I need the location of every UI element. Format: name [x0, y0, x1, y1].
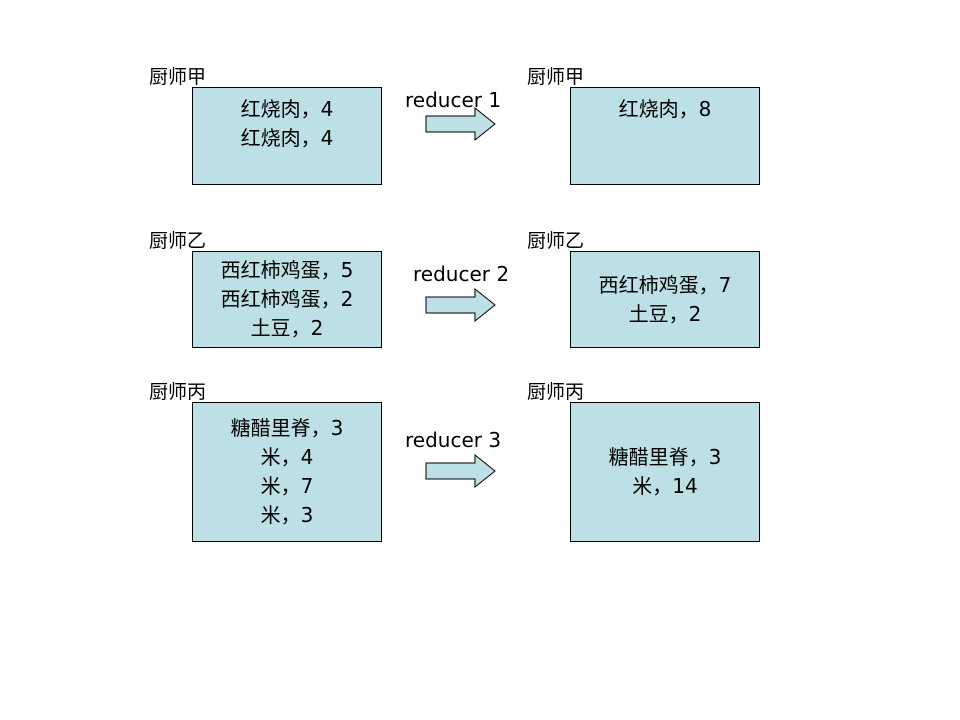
input-box-row3: 糖醋里脊，3 米，4 米，7 米，3 [192, 402, 382, 542]
reducer-label-1: reducer 1 [405, 88, 502, 112]
input-item: 西红柿鸡蛋，2 [220, 287, 354, 311]
reducer-label-3: reducer 3 [405, 428, 502, 452]
output-box-row1: 红烧肉，8 [570, 87, 760, 185]
output-item: 西红柿鸡蛋，7 [598, 272, 732, 297]
output-item: 土豆，2 [628, 301, 702, 326]
input-item: 红烧肉，4 [240, 126, 334, 150]
input-item: 米，4 [260, 445, 314, 469]
input-item: 米，3 [260, 503, 314, 527]
chef-label-row3-left: 厨师丙 [149, 381, 207, 403]
arrow-right-icon [425, 454, 496, 488]
input-item: 米，7 [260, 474, 314, 498]
chef-label-row1-right: 厨师甲 [527, 66, 585, 88]
output-item: 糖醋里脊，3 [608, 445, 722, 469]
input-item: 红烧肉，4 [240, 97, 334, 121]
chef-label-row2-left: 厨师乙 [149, 230, 207, 252]
output-item: 红烧肉，8 [618, 97, 712, 121]
input-item: 西红柿鸡蛋，5 [220, 258, 354, 282]
reducer-label-2: reducer 2 [413, 262, 510, 286]
arrow-right-icon [425, 288, 496, 322]
arrow-right-icon [425, 107, 496, 141]
input-item: 糖醋里脊，3 [230, 416, 344, 440]
output-box-row3: 糖醋里脊，3 米，14 [570, 402, 760, 542]
input-box-row2: 西红柿鸡蛋，5 西红柿鸡蛋，2 土豆，2 [192, 251, 382, 348]
chef-label-row3-right: 厨师丙 [527, 381, 585, 403]
chef-label-row1-left: 厨师甲 [149, 66, 207, 88]
output-item: 米，14 [632, 474, 698, 498]
output-box-row2: 西红柿鸡蛋，7 土豆，2 [570, 251, 760, 348]
chef-label-row2-right: 厨师乙 [527, 230, 585, 252]
input-box-row1: 红烧肉，4 红烧肉，4 [192, 87, 382, 185]
input-item: 土豆，2 [250, 316, 324, 340]
